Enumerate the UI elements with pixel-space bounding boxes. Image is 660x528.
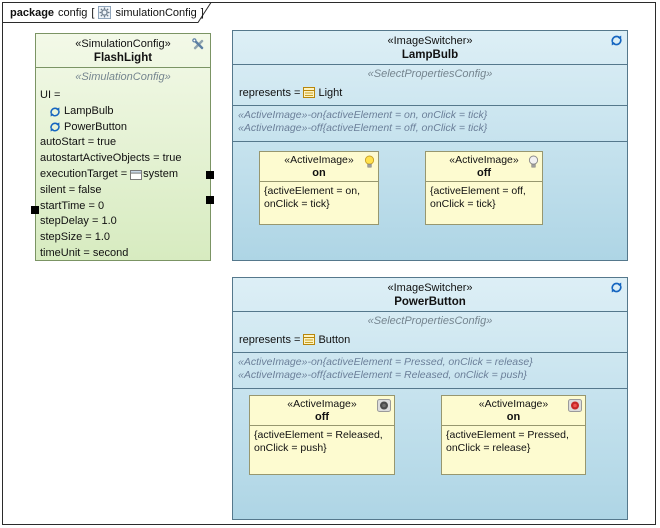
class-icon [303, 87, 316, 98]
image-switcher-icon [49, 106, 61, 118]
activeimage-body-line2: onClick = push} [254, 441, 327, 454]
activeimage-body-line2: onClick = tick} [264, 197, 330, 210]
connection-anchor[interactable] [31, 206, 39, 214]
activeimage-body-line1: {activeElement = Released, [254, 429, 383, 441]
compartment-separator [233, 105, 627, 106]
represents-label: represents = [239, 333, 301, 346]
activeimage-body-line1: {activeElement = on, [264, 185, 361, 197]
close-bracket: ] [200, 6, 204, 19]
property-autostart-active-objects: autostartActiveObjects = true [40, 152, 182, 165]
diagram-type-gear-icon [98, 6, 112, 19]
activeimage-stereotype: «ActiveImage» [284, 154, 354, 166]
lampbulb-compartment-stereotype: «SelectPropertiesConfig» [367, 68, 493, 80]
class-icon [303, 334, 316, 345]
represents-value: Light [318, 86, 343, 99]
lampbulb-activeimage-off-box[interactable]: «ActiveImage» off {activeElement = off, … [425, 151, 543, 225]
property-execution-target: executionTarget = system [40, 167, 208, 183]
property-step-delay: stepDelay = 1.0 [40, 215, 117, 228]
flashlight-properties-list: UI = LampBulb [36, 85, 210, 262]
activeimage-stereotype: «ActiveImage» [478, 398, 549, 410]
execution-target-label: executionTarget = [40, 167, 128, 180]
activeimage-name: off [476, 167, 492, 179]
flashlight-name: FlashLight [93, 52, 153, 64]
property-ui-lampbulb-ref[interactable]: LampBulb [40, 104, 208, 120]
activeimage-body-line2: onClick = release} [446, 441, 531, 454]
activeimage-stereotype: «ActiveImage» [449, 154, 519, 166]
diagram-frame-tab[interactable]: package config [ simulationConfig ] [2, 2, 212, 23]
compartment-separator [233, 64, 627, 65]
lampbulb-ref-label: LampBulb [64, 104, 114, 117]
compartment-separator [233, 311, 627, 312]
lampbulb-represents-row: represents = Light [233, 82, 627, 103]
activeimage-body-line1: {activeElement = off, [430, 185, 526, 197]
frame-diagram-name: simulationConfig [115, 6, 197, 19]
lampbulb-activeimage-on-box[interactable]: «ActiveImage» on {activeElement = on, on… [259, 151, 379, 225]
flashlight-config-box[interactable]: «SimulationConfig» FlashLight «Simulatio… [35, 33, 211, 261]
powerbutton-activeimage-off-box[interactable]: «ActiveImage» off {activeElement = Relea… [249, 395, 395, 475]
tagged-value-on: «ActiveImage»-on{activeElement = Pressed… [238, 356, 533, 368]
image-switcher-refresh-icon [610, 34, 623, 47]
activeimage-body-line2: onClick = tick} [430, 197, 496, 210]
compartment-separator [233, 388, 627, 389]
powerbutton-tagged-values: «ActiveImage»-on{activeElement = Pressed… [233, 353, 627, 386]
tagged-value-off: «ActiveImage»-off{activeElement = Releas… [238, 369, 527, 381]
represents-value: Button [318, 333, 351, 346]
activeimage-body-line1: {activeElement = Pressed, [446, 429, 569, 441]
property-autostart: autoStart = true [40, 136, 117, 149]
button-off-icon [377, 399, 391, 412]
activeimage-name: off [314, 411, 330, 423]
powerbutton-ref-label: PowerButton [64, 120, 127, 133]
activeimage-stereotype: «ActiveImage» [287, 398, 357, 410]
powerbutton-header-stereotype: «ImageSwitcher» [387, 282, 473, 294]
lampbulb-switcher-box[interactable]: «ImageSwitcher» LampBulb «SelectProperti… [232, 30, 628, 261]
button-on-icon [568, 399, 582, 412]
compartment-separator [250, 425, 394, 426]
property-time-unit: timeUnit = second [40, 246, 129, 259]
powerbutton-name: PowerButton [394, 296, 466, 308]
image-switcher-icon [49, 121, 61, 133]
represents-label: represents = [239, 86, 301, 99]
powerbutton-represents-row: represents = Button [233, 329, 627, 350]
customization-tools-icon [191, 37, 206, 52]
compartment-separator [233, 141, 627, 142]
property-silent: silent = false [40, 183, 102, 196]
tagged-value-off: «ActiveImage»-off{activeElement = off, o… [238, 122, 488, 134]
lampbulb-name: LampBulb [401, 49, 459, 61]
lampbulb-header-stereotype: «ImageSwitcher» [387, 35, 473, 47]
compartment-separator [426, 181, 542, 182]
frame-kind-label: package [10, 6, 55, 19]
activeimage-name: on [506, 411, 521, 423]
bulb-on-icon [364, 155, 375, 168]
connection-anchor[interactable] [206, 196, 214, 204]
compartment-separator [233, 352, 627, 353]
property-ui-powerbutton-ref[interactable]: PowerButton [40, 120, 208, 136]
tagged-value-on: «ActiveImage»-on{activeElement = on, onC… [238, 109, 488, 121]
lampbulb-tagged-values: «ActiveImage»-on{activeElement = on, onC… [233, 106, 627, 139]
activeimage-name: on [312, 167, 326, 179]
compartment-separator [442, 425, 585, 426]
frame-context-name: config [58, 6, 88, 19]
property-start-time: startTime = 0 [40, 199, 105, 212]
powerbutton-switcher-box[interactable]: «ImageSwitcher» PowerButton «SelectPrope… [232, 277, 628, 520]
open-bracket: [ [91, 6, 95, 19]
connection-anchor[interactable] [206, 171, 214, 179]
property-ui: UI = [40, 89, 61, 101]
image-switcher-refresh-icon [610, 281, 623, 294]
compartment-separator [260, 181, 378, 182]
powerbutton-activeimage-on-box[interactable]: «ActiveImage» on {activeElement = Presse… [441, 395, 586, 475]
property-step-size: stepSize = 1.0 [40, 231, 111, 244]
compartment-separator [36, 67, 210, 68]
flashlight-header-stereotype: «SimulationConfig» [75, 38, 171, 50]
flashlight-compartment-stereotype: «SimulationConfig» [75, 71, 171, 83]
bulb-off-icon [528, 155, 539, 168]
execution-target-icon [130, 169, 143, 180]
execution-target-value: system [143, 167, 178, 180]
powerbutton-compartment-stereotype: «SelectPropertiesConfig» [367, 315, 493, 327]
